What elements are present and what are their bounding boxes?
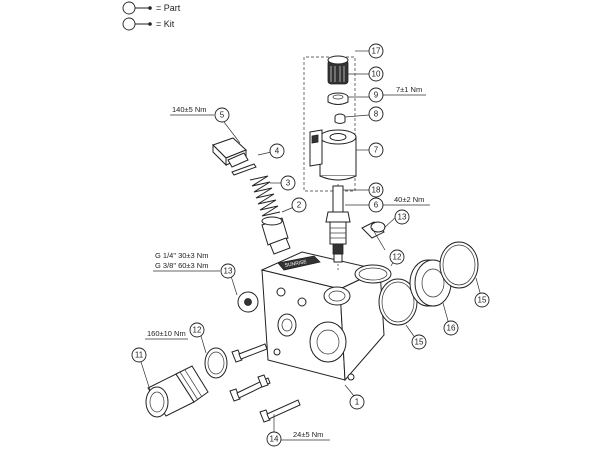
pin	[231, 163, 257, 176]
callout-13-upper: 13	[394, 209, 410, 225]
torque-13b-text: G 3/8" 60±3 Nm	[155, 261, 208, 270]
svg-text:14: 14	[270, 435, 279, 444]
legend-part: = Part	[122, 1, 181, 15]
manual-knob	[327, 55, 349, 85]
callout-5: 5	[214, 107, 230, 123]
callout-15-middle: 15	[411, 334, 427, 350]
seal-ring-upper	[354, 264, 392, 284]
block-marking: SUNRISE	[284, 259, 308, 269]
torque-11-text: 160±10 Nm	[147, 329, 186, 338]
torque-6-text: 40±2 Nm	[394, 195, 424, 204]
legend-kit-circle	[122, 17, 136, 31]
torque-9-text: 7±1 Nm	[396, 85, 422, 94]
washer	[327, 92, 349, 105]
callout-17: 17	[368, 43, 384, 59]
port-plug-left	[237, 291, 259, 313]
svg-text:12: 12	[193, 326, 202, 335]
callout-6: 6	[368, 197, 384, 213]
svg-text:9: 9	[374, 91, 379, 100]
torque-5: 140±5 Nm	[170, 105, 214, 116]
svg-text:1: 1	[355, 398, 360, 407]
torque-5-text: 140±5 Nm	[172, 105, 207, 114]
torque-13a-text: G 1/4" 30±3 Nm	[155, 251, 208, 260]
svg-text:5: 5	[220, 111, 225, 120]
seal-ring-left	[204, 347, 228, 379]
svg-text:13: 13	[224, 267, 233, 276]
svg-text:12: 12	[393, 253, 402, 262]
nut	[334, 113, 346, 124]
callout-7: 7	[368, 142, 384, 158]
torque-14: 24±5 Nm	[281, 430, 330, 441]
svg-text:6: 6	[374, 201, 379, 210]
callout-13-left: 13	[220, 263, 236, 279]
legend-part-label: = Part	[156, 3, 181, 13]
plug	[212, 137, 249, 168]
callout-3: 3	[280, 175, 296, 191]
torque-9: 7±1 Nm	[381, 85, 426, 96]
svg-text:17: 17	[372, 47, 381, 56]
callout-14: 14	[266, 431, 282, 447]
callout-8: 8	[368, 106, 384, 122]
svg-text:4: 4	[275, 147, 280, 156]
svg-text:11: 11	[135, 351, 144, 360]
svg-text:18: 18	[372, 186, 381, 195]
legend-kit: = Kit	[122, 17, 175, 31]
svg-text:15: 15	[478, 296, 487, 305]
bolt-1	[231, 343, 268, 363]
svg-text:13: 13	[398, 213, 407, 222]
piston	[261, 216, 291, 255]
spring	[249, 175, 281, 217]
legend-kit-label: = Kit	[156, 19, 175, 29]
callout-2: 2	[291, 197, 307, 213]
torque-11: 160±10 Nm	[145, 329, 188, 340]
svg-text:10: 10	[372, 70, 381, 79]
svg-text:3: 3	[286, 179, 291, 188]
cartridge-valve	[325, 184, 351, 272]
legend-part-circle	[122, 1, 136, 15]
svg-text:2: 2	[297, 201, 302, 210]
main-block: SUNRISE	[260, 251, 385, 382]
callout-12-left: 12	[189, 322, 205, 338]
o-ring-right	[439, 241, 479, 289]
torque-13: G 1/4" 30±3 Nm G 3/8" 60±3 Nm	[153, 251, 220, 272]
svg-text:15: 15	[415, 338, 424, 347]
bolt-2	[229, 374, 271, 402]
callout-9: 9	[368, 87, 384, 103]
callout-16: 16	[443, 320, 459, 336]
torque-6: 40±2 Nm	[381, 195, 430, 206]
fitting	[145, 365, 209, 418]
callout-18: 18	[368, 182, 384, 198]
svg-text:16: 16	[447, 324, 456, 333]
callout-4: 4	[269, 143, 285, 159]
svg-text:8: 8	[374, 110, 379, 119]
callout-15-right: 15	[474, 292, 490, 308]
callout-12-upper: 12	[389, 249, 405, 265]
o-ring-middle	[378, 278, 418, 326]
callout-1: 1	[349, 394, 365, 410]
callout-11: 11	[131, 347, 147, 363]
svg-text:7: 7	[374, 146, 379, 155]
callout-10: 10	[368, 66, 384, 82]
torque-14-text: 24±5 Nm	[293, 430, 323, 439]
bolt-3	[259, 399, 301, 423]
solenoid-coil	[309, 129, 357, 181]
